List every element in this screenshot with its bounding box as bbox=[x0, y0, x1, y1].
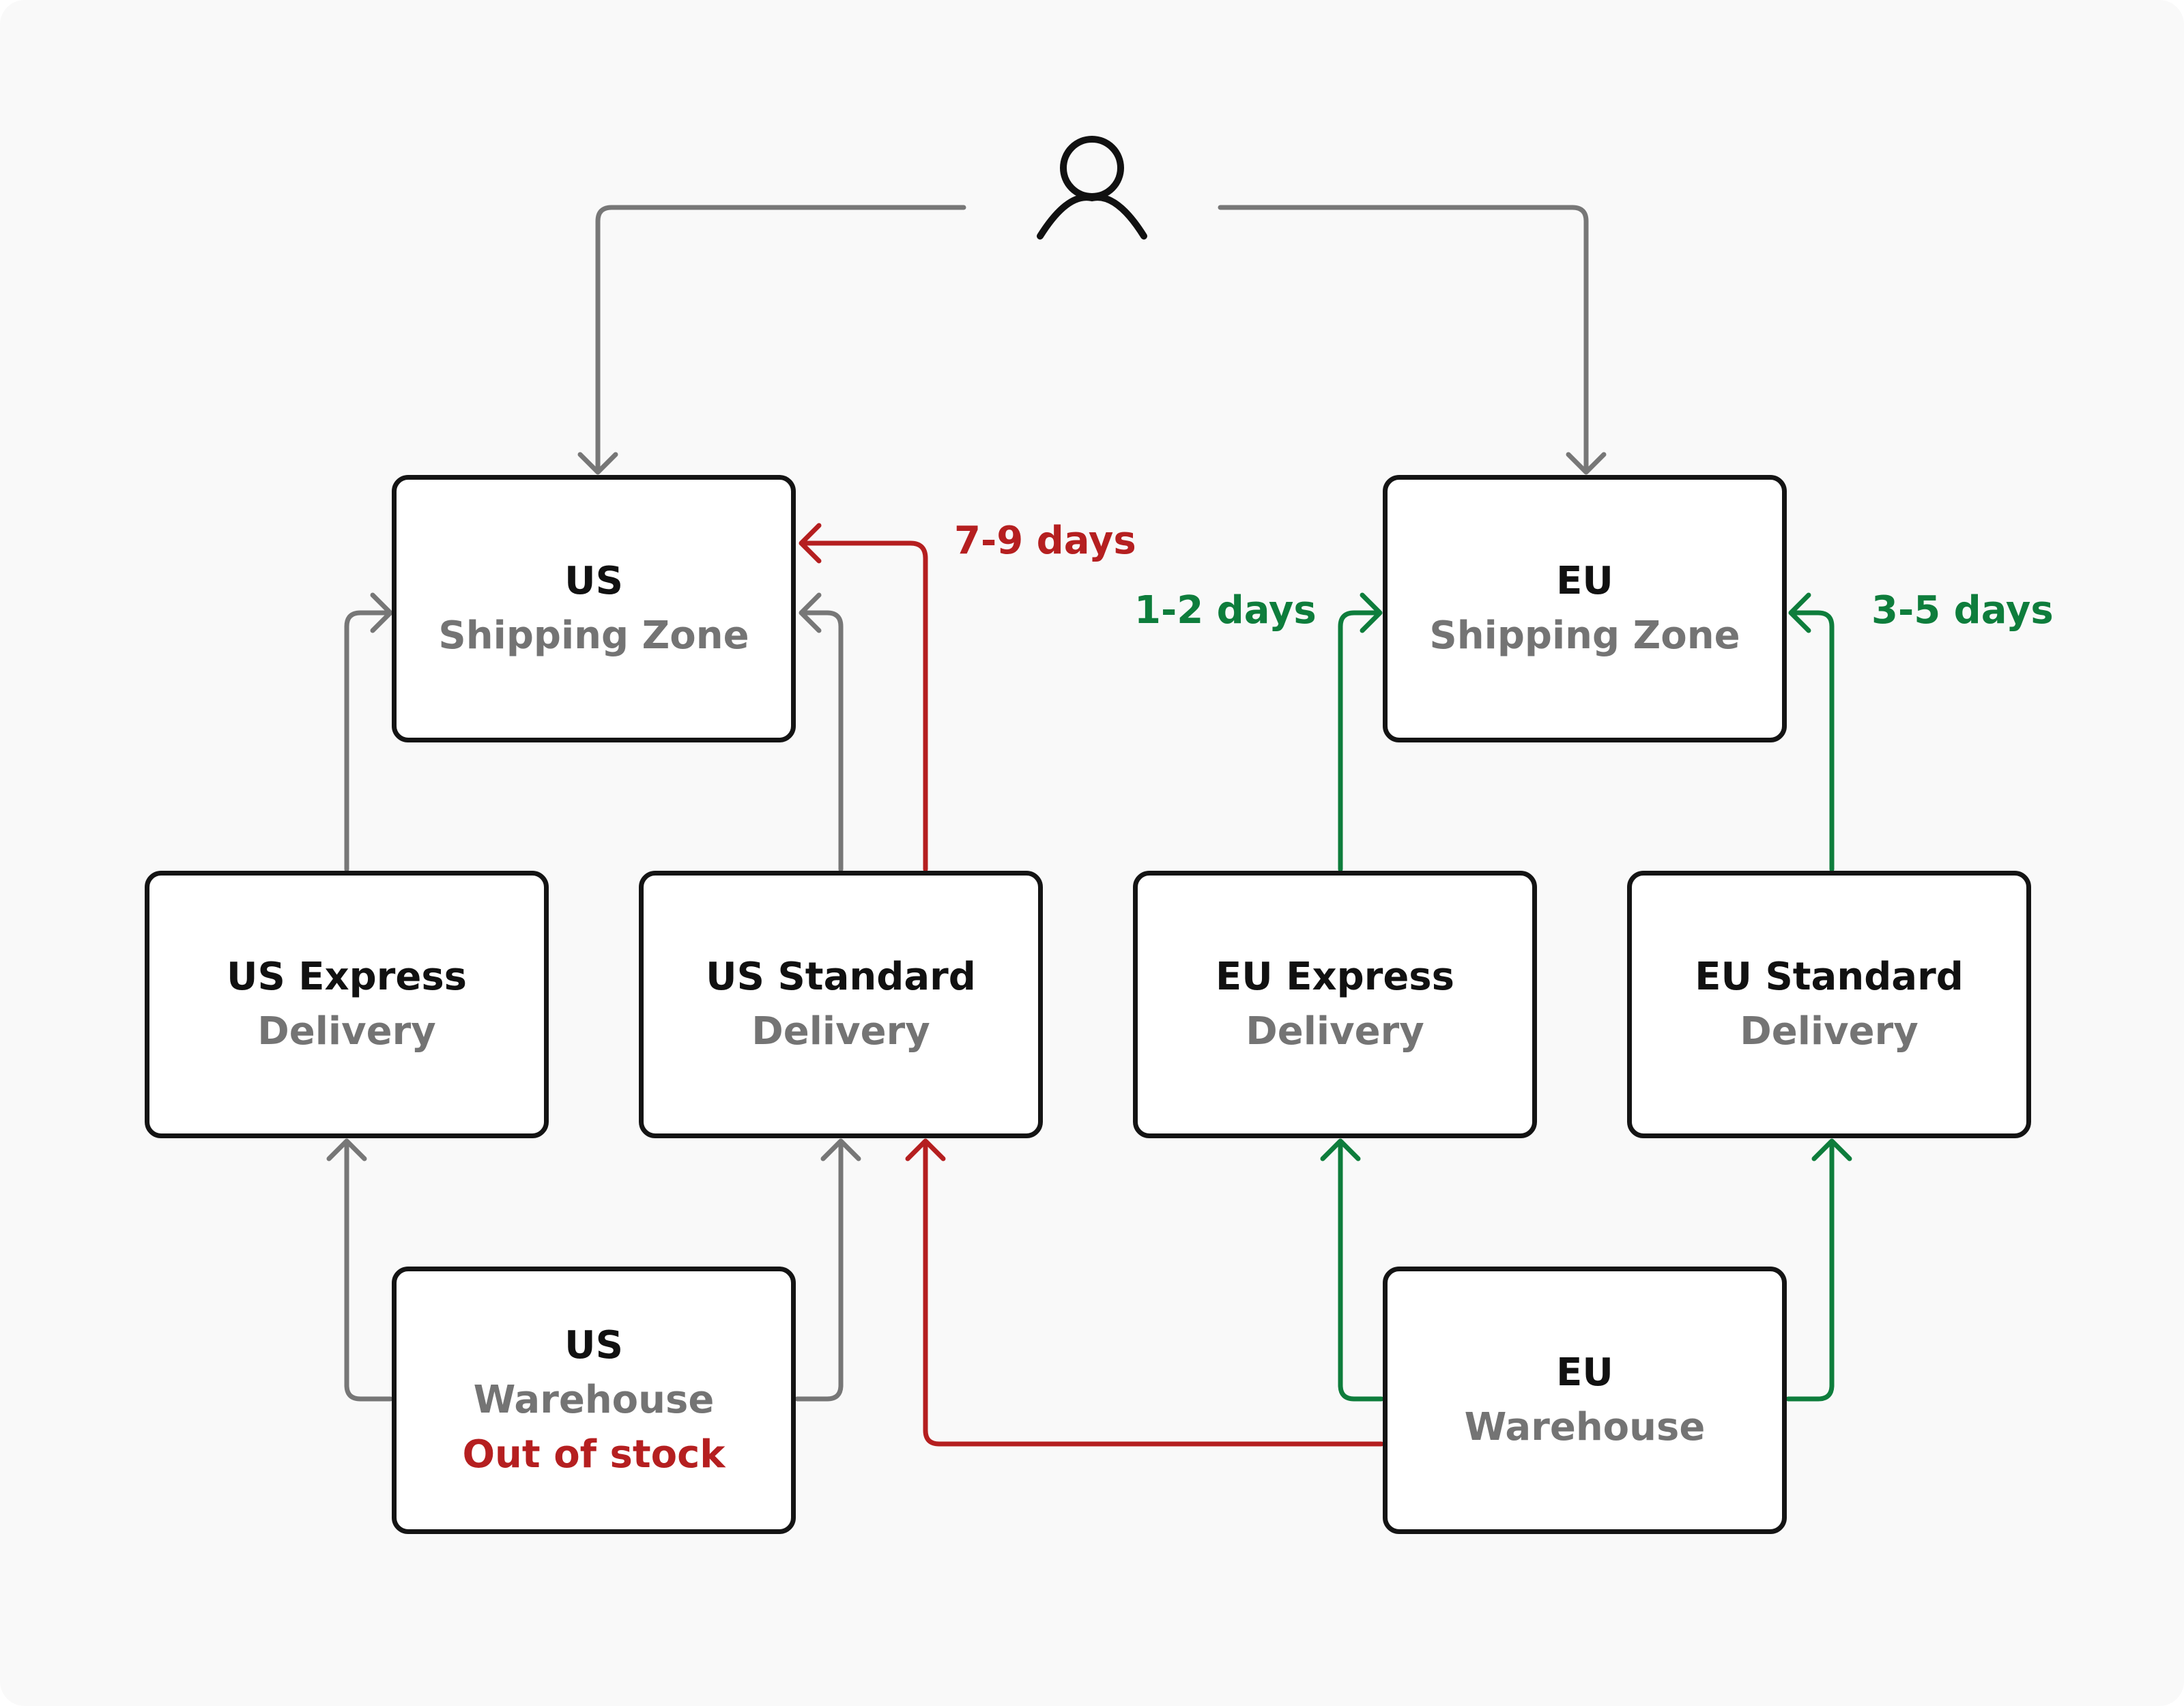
node-us-warehouse[interactable]: US Warehouse Out of stock bbox=[392, 1267, 796, 1534]
node-title: US Standard bbox=[706, 955, 976, 999]
arrowhead-us-zone-left bbox=[370, 592, 393, 633]
connector-us-warehouse-to-us-express bbox=[344, 1140, 393, 1402]
node-title: EU Standard bbox=[1695, 955, 1964, 999]
node-eu-warehouse[interactable]: EU Warehouse bbox=[1383, 1267, 1787, 1534]
arrowhead-us-standard-bottom bbox=[820, 1138, 861, 1161]
node-title: EU Express bbox=[1216, 955, 1454, 999]
node-eu-express-delivery[interactable]: EU Express Delivery bbox=[1133, 871, 1537, 1138]
node-eu-standard-delivery[interactable]: EU Standard Delivery bbox=[1627, 871, 2031, 1138]
connector-us-express-to-us-zone bbox=[344, 610, 392, 872]
connector-us-standard-to-us-zone bbox=[800, 610, 844, 872]
label-us-standard-time: 7-9 days bbox=[954, 519, 1136, 563]
connector-eu-warehouse-to-eu-express bbox=[1338, 1140, 1384, 1402]
connector-eu-warehouse-to-eu-standard bbox=[1785, 1140, 1835, 1402]
node-us-shipping-zone[interactable]: US Shipping Zone bbox=[392, 475, 796, 742]
stock-status: Out of stock bbox=[462, 1432, 725, 1477]
node-title: EU bbox=[1556, 559, 1613, 603]
arrowhead-us-zone-top bbox=[577, 452, 618, 475]
user-icon bbox=[1037, 136, 1147, 240]
arrowhead-eu-zone-top bbox=[1566, 452, 1607, 475]
node-title: EU bbox=[1556, 1350, 1613, 1395]
node-subtitle: Delivery bbox=[1740, 1009, 1919, 1054]
arrowhead-us-zone-right-red bbox=[799, 523, 822, 564]
node-subtitle: Shipping Zone bbox=[1429, 613, 1740, 658]
node-us-standard-delivery[interactable]: US Standard Delivery bbox=[639, 871, 1043, 1138]
arrowhead-us-standard-bottom-red bbox=[905, 1138, 946, 1161]
arrowhead-eu-express-bottom bbox=[1320, 1138, 1361, 1161]
connector-us-standard-to-us-zone-red bbox=[800, 540, 928, 872]
node-title: US bbox=[564, 1323, 623, 1368]
node-subtitle: Warehouse bbox=[1464, 1405, 1706, 1449]
node-subtitle: Shipping Zone bbox=[438, 613, 749, 658]
label-eu-express-time: 1-2 days bbox=[1134, 588, 1317, 633]
arrowhead-eu-standard-bottom bbox=[1811, 1138, 1852, 1161]
connector-eu-express-to-eu-zone bbox=[1338, 610, 1381, 872]
arrowhead-eu-zone-right bbox=[1788, 592, 1811, 633]
arrowhead-eu-zone-left bbox=[1360, 592, 1383, 633]
connector-us-warehouse-to-us-standard bbox=[794, 1140, 844, 1402]
arrowhead-us-express-bottom bbox=[326, 1138, 367, 1161]
node-subtitle: Warehouse bbox=[473, 1378, 715, 1422]
node-title: US bbox=[564, 559, 623, 603]
node-title: US Express bbox=[226, 955, 468, 999]
node-subtitle: Delivery bbox=[751, 1009, 930, 1054]
node-us-express-delivery[interactable]: US Express Delivery bbox=[145, 871, 549, 1138]
node-subtitle: Delivery bbox=[1246, 1009, 1424, 1054]
arrowhead-us-zone-right bbox=[799, 592, 822, 633]
node-eu-shipping-zone[interactable]: EU Shipping Zone bbox=[1383, 475, 1787, 742]
connector-customer-to-us-zone bbox=[595, 205, 966, 474]
node-subtitle: Delivery bbox=[257, 1009, 436, 1054]
connector-eu-warehouse-to-us-standard bbox=[923, 1140, 1384, 1447]
connector-customer-to-eu-zone bbox=[1218, 205, 1589, 474]
connector-eu-standard-to-eu-zone bbox=[1790, 610, 1835, 872]
label-eu-standard-time: 3-5 days bbox=[1871, 588, 2054, 633]
